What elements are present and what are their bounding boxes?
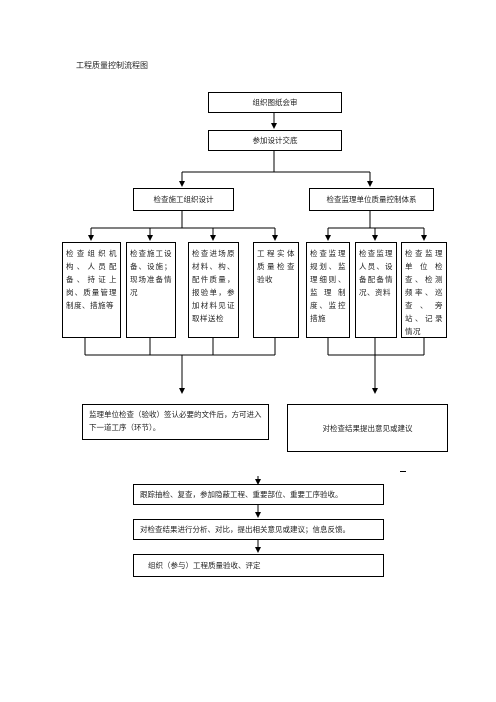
page-title: 工程质量控制流程图 bbox=[76, 61, 148, 70]
step-tracking-label: 跟踪抽检、复查，参加隐蔽工程、重要部位、重要工序验收。 bbox=[140, 490, 343, 499]
column-box-6: 检查监理人员、设备配备情况、资料 bbox=[355, 242, 397, 338]
column-text-5: 检查监理规划、监理细则、监理制度、监控措施 bbox=[310, 249, 346, 323]
node-supervisor-inspection-label: 监理单位检查（验收）签认必要的文件后，方可进入下一道工序（环节）。 bbox=[89, 410, 262, 432]
node-drawing-review: 组织图纸会审 bbox=[208, 92, 342, 113]
column-box-1: 检查组织机构、人员配备、持证上岗、质量管理制度、措施等 bbox=[62, 242, 121, 338]
node-check-supervision-system: 检查监理单位质量控制体系 bbox=[309, 188, 434, 211]
column-text-7: 检查监理单位检查、检测频率、巡查、旁站、记录情况 bbox=[405, 249, 443, 336]
step-acceptance-label: 组织（参与）工程质量验收、评定 bbox=[148, 561, 261, 570]
node-check-construction-org-label: 检查施工组织设计 bbox=[153, 195, 214, 204]
node-design-disclosure: 参加设计交底 bbox=[208, 130, 342, 151]
column-box-2: 检查施工设备、设施；现场准备情况 bbox=[126, 242, 176, 338]
step-analysis-label: 对检查结果进行分析、对比，提出相关意见或建议；信息反馈。 bbox=[140, 525, 350, 534]
stray-dash bbox=[400, 471, 406, 472]
column-box-5: 检查监理规划、监理细则、监理制度、监控措施 bbox=[306, 242, 350, 338]
step-analysis: 对检查结果进行分析、对比，提出相关意见或建议；信息反馈。 bbox=[133, 519, 384, 540]
column-text-6: 检查监理人员、设备配备情况、资料 bbox=[359, 249, 393, 297]
column-text-2: 检查施工设备、设施；现场准备情况 bbox=[130, 249, 172, 297]
node-check-construction-org: 检查施工组织设计 bbox=[133, 188, 234, 211]
node-feedback-suggestions-label: 对检查结果提出意见或建议 bbox=[322, 423, 413, 433]
column-text-3: 检查进场原材料、构、配件质量，报验单，参加材料见证取样送检 bbox=[192, 249, 235, 323]
node-supervisor-inspection: 监理单位检查（验收）签认必要的文件后，方可进入下一道工序（环节）。 bbox=[82, 404, 269, 440]
node-drawing-review-label: 组织图纸会审 bbox=[252, 98, 298, 107]
column-text-1: 检查组织机构、人员配备、持证上岗、质量管理制度、措施等 bbox=[66, 249, 117, 310]
step-tracking: 跟踪抽检、复查，参加隐蔽工程、重要部位、重要工序验收。 bbox=[133, 484, 384, 505]
column-box-7: 检查监理单位检查、检测频率、巡查、旁站、记录情况 bbox=[401, 242, 447, 338]
step-acceptance: 组织（参与）工程质量验收、评定 bbox=[133, 554, 384, 577]
node-feedback-suggestions: 对检查结果提出意见或建议 bbox=[287, 404, 448, 452]
node-design-disclosure-label: 参加设计交底 bbox=[252, 136, 298, 145]
column-box-3: 检查进场原材料、构、配件质量，报验单，参加材料见证取样送检 bbox=[188, 242, 239, 338]
column-text-4: 工程实体质量检查验收 bbox=[257, 249, 295, 284]
column-box-4: 工程实体质量检查验收 bbox=[253, 242, 299, 338]
node-check-supervision-system-label: 检查监理单位质量控制体系 bbox=[326, 195, 417, 204]
